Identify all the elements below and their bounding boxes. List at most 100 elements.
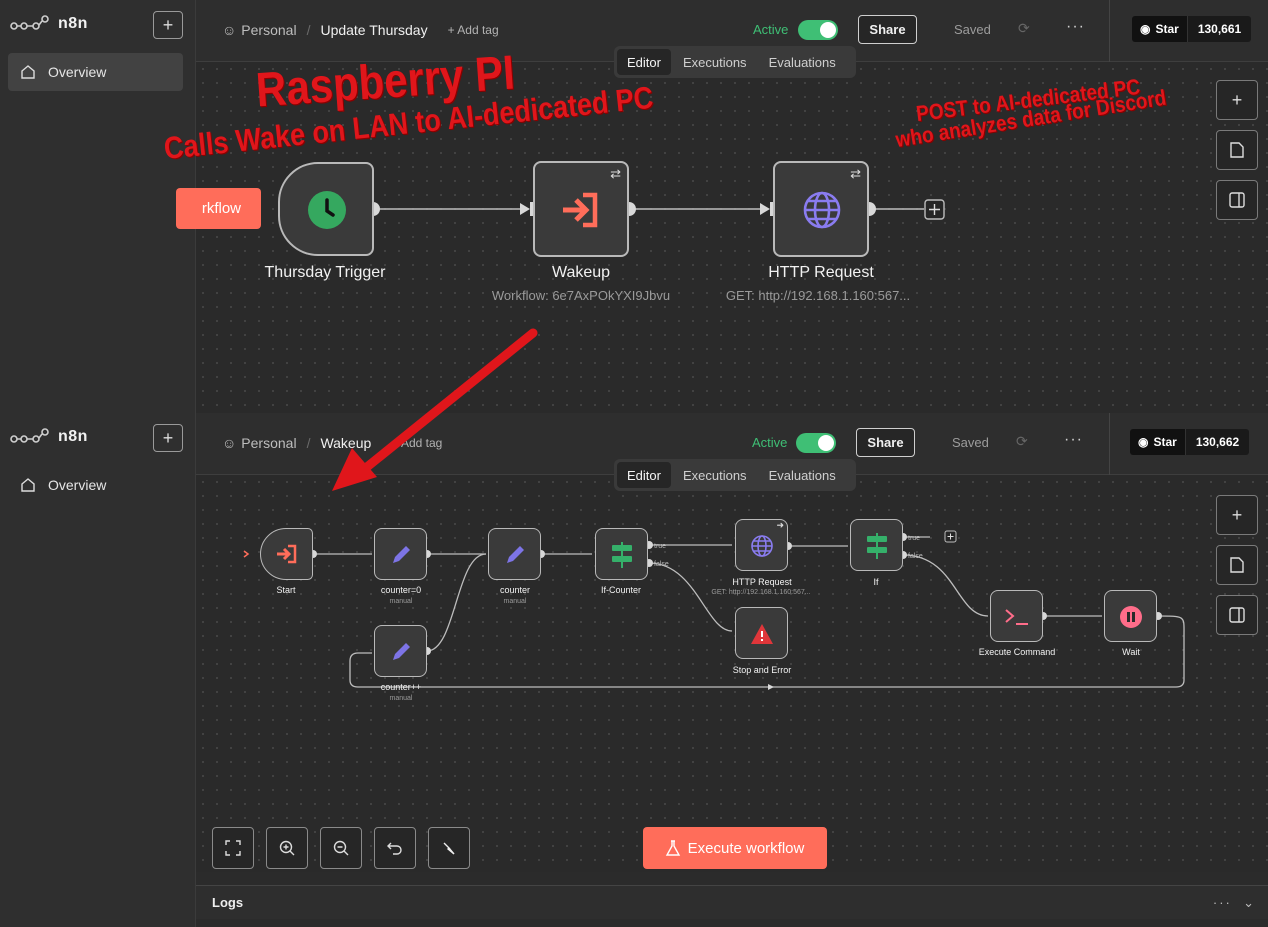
workflow-name[interactable]: Wakeup <box>320 435 372 451</box>
tab-evaluations[interactable]: Evaluations <box>768 467 836 483</box>
sticky-note-button[interactable] <box>1216 130 1258 170</box>
node-counter[interactable] <box>488 528 541 580</box>
execute-workflow-button-partial[interactable]: rkflow <box>176 188 261 229</box>
node-label: Wait <box>1122 647 1140 657</box>
terminal-icon <box>1005 609 1028 625</box>
node-if[interactable] <box>850 519 903 571</box>
fullscreen-icon <box>225 840 241 856</box>
history-icon[interactable]: ⟳ <box>1016 433 1028 449</box>
logs-panel-header[interactable]: Logs ··· ⌄ <box>196 885 1268 919</box>
tab-executions[interactable]: Executions <box>682 467 747 483</box>
tab-evaluations[interactable]: Evaluations <box>768 54 836 70</box>
tidy-up-button[interactable] <box>428 827 470 869</box>
active-toggle[interactable] <box>798 20 838 40</box>
zoom-in-button[interactable] <box>266 827 308 869</box>
node-wait[interactable] <box>1104 590 1157 642</box>
workflow-canvas[interactable]: true false true false ➜ <box>196 475 1268 872</box>
pause-icon <box>1120 606 1142 628</box>
header-divider <box>1109 413 1110 475</box>
node-label: HTTP Request <box>768 264 874 281</box>
chevron-down-icon[interactable]: ⌄ <box>1243 894 1256 910</box>
zoom-out-button[interactable] <box>320 827 362 869</box>
more-menu-icon[interactable]: ··· <box>1064 431 1083 448</box>
broom-icon <box>443 842 455 855</box>
create-button[interactable]: + <box>153 424 183 452</box>
node-label: counter <box>499 585 531 595</box>
share-button[interactable]: Share <box>858 15 917 44</box>
toggle-panel-button[interactable] <box>1216 595 1258 635</box>
execute-workflow-button[interactable]: Execute workflow <box>643 827 827 869</box>
node-start[interactable] <box>260 528 313 580</box>
project-link[interactable]: ☺Personal <box>222 435 297 451</box>
branch-true-label: true <box>654 543 666 550</box>
top-window: n8n + Overview ☺Personal / Update Thursd… <box>0 0 1268 413</box>
more-menu-icon[interactable]: ··· <box>1066 18 1085 35</box>
saved-status: Saved <box>952 435 989 450</box>
n8n-logo[interactable]: n8n <box>10 427 88 447</box>
node-subtitle: manual <box>389 598 413 605</box>
if-icon <box>612 542 632 568</box>
logo-text: n8n <box>58 428 88 445</box>
fit-view-button[interactable] <box>212 827 254 869</box>
share-button[interactable]: Share <box>856 428 915 457</box>
view-tabs: Editor Executions Evaluations <box>614 46 856 78</box>
execute-button-label: Execute workflow <box>687 839 805 857</box>
zoom-in-icon <box>279 840 295 856</box>
add-tag-button[interactable]: + Add tag <box>391 436 443 450</box>
node-subtitle: Workflow: 6e7AxPOkYXI9Jbvu <box>491 288 671 303</box>
project-link[interactable]: ☺Personal <box>222 22 297 38</box>
logo-text: n8n <box>58 15 88 32</box>
toggle-panel-button[interactable] <box>1216 180 1258 220</box>
node-label: Execute Command <box>978 647 1056 657</box>
saved-status: Saved <box>954 22 991 37</box>
tab-editor[interactable]: Editor <box>617 49 671 75</box>
workflow-name[interactable]: Update Thursday <box>320 22 428 38</box>
node-subtitle: GET: http://192.168.1.160:567... <box>711 589 811 596</box>
create-button[interactable]: + <box>153 11 183 39</box>
breadcrumb: ☺Personal / Update Thursday + Add tag <box>222 22 499 38</box>
history-icon[interactable]: ⟳ <box>1018 20 1030 36</box>
note-icon <box>1230 557 1244 573</box>
sidebar-item-overview[interactable]: Overview <box>8 466 183 504</box>
add-tag-button[interactable]: + Add tag <box>447 23 499 37</box>
node-wakeup[interactable]: ⇄ <box>533 161 629 257</box>
sidebar: n8n + Overview <box>0 0 196 413</box>
flask-icon <box>665 840 680 856</box>
node-execute-command[interactable] <box>990 590 1043 642</box>
breadcrumb-separator: / <box>306 435 311 451</box>
node-subtitle: manual <box>389 695 413 702</box>
node-label: counter++ <box>380 682 422 692</box>
view-tabs: Editor Executions Evaluations <box>614 459 856 491</box>
node-counter-increment[interactable] <box>374 625 427 677</box>
logs-more-icon[interactable]: ··· <box>1212 894 1232 910</box>
user-icon: ☺ <box>222 22 237 38</box>
node-counter-0[interactable] <box>374 528 427 580</box>
sticky-note-button[interactable] <box>1216 545 1258 585</box>
star-count: 130,661 <box>1186 16 1252 42</box>
node-stop-and-error[interactable] <box>735 607 788 659</box>
tab-executions[interactable]: Executions <box>682 54 747 70</box>
node-label: counter=0 <box>380 585 422 595</box>
active-toggle[interactable] <box>796 433 836 453</box>
node-label: HTTP Request <box>732 577 792 587</box>
node-if-counter[interactable] <box>595 528 648 580</box>
n8n-logo[interactable]: n8n <box>10 14 88 34</box>
undo-button[interactable] <box>374 827 416 869</box>
project-name: Personal <box>241 435 297 451</box>
tab-editor[interactable]: Editor <box>617 462 671 488</box>
github-star-button[interactable]: ◉Star 130,661 <box>1132 16 1252 42</box>
sidebar-item-overview[interactable]: Overview <box>8 53 183 91</box>
logs-controls: ··· ⌄ <box>1213 895 1256 911</box>
github-star-button[interactable]: ◉Star 130,662 <box>1130 429 1250 455</box>
node-thursday-trigger[interactable] <box>278 162 374 256</box>
globe-icon <box>803 191 841 229</box>
add-node-button[interactable]: + <box>1216 80 1258 120</box>
add-node-button[interactable]: + <box>1216 495 1258 535</box>
node-label: Wakeup <box>551 264 611 281</box>
node-http-request[interactable]: ➜ <box>735 519 788 571</box>
github-icon: ◉ <box>1138 435 1149 449</box>
logs-label: Logs <box>212 895 244 910</box>
node-subtitle: GET: http://192.168.1.160:567... <box>725 288 911 303</box>
node-http-request[interactable]: ⇄ <box>773 161 869 257</box>
branch-true-label: true <box>908 535 920 542</box>
